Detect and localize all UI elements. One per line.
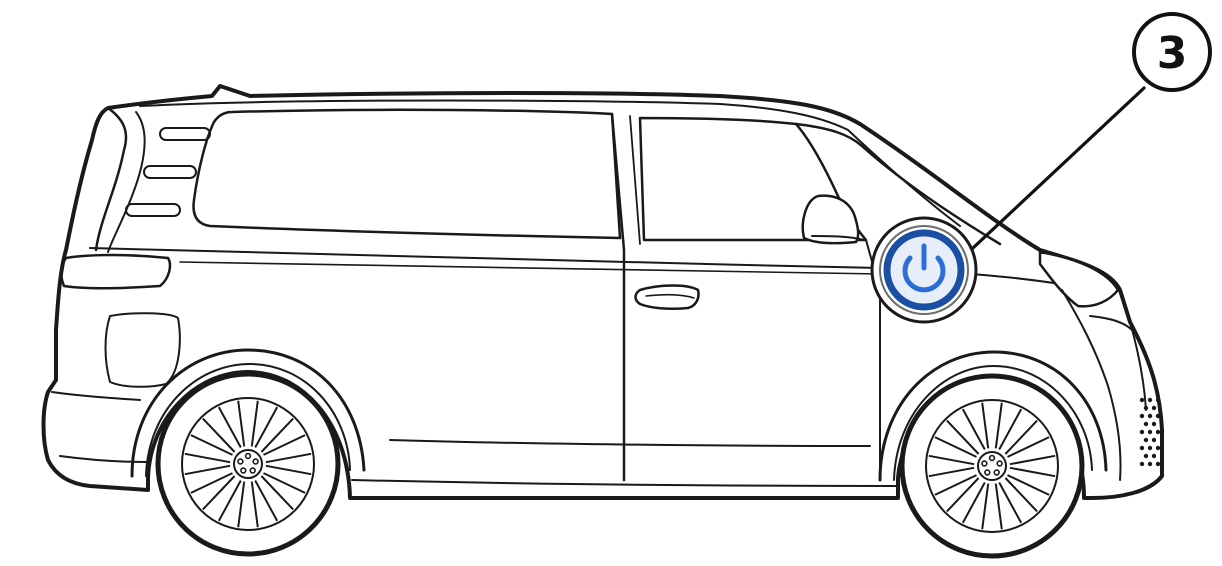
rear-wheel [158, 374, 338, 554]
front-wheel [902, 376, 1082, 556]
callout-leader-line [958, 88, 1144, 262]
callout: 3 [953, 14, 1211, 268]
power-button [872, 218, 976, 322]
callout-number: 3 [1157, 28, 1188, 79]
